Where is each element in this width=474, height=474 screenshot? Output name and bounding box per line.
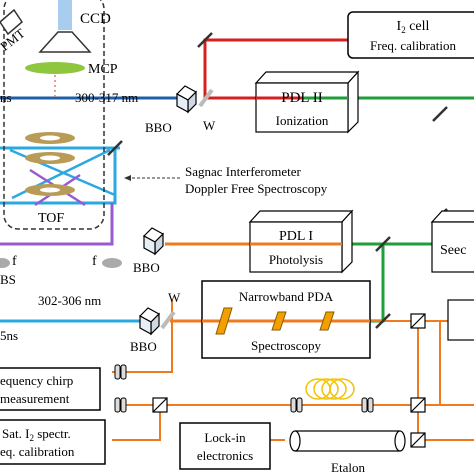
label-sagnac-line2: Doppler Free Spectroscopy [185,181,328,196]
coupler-chirp-3 [114,397,121,413]
i2-cell-box [347,11,474,59]
label-pdl1-title: PDL I [279,229,313,244]
coupler-chirp-2 [120,364,127,380]
label-w-top: W [203,118,216,133]
label-pdl2-sub: Ionization [276,113,329,128]
label-etalon: Etalon [331,460,365,474]
label-pda-sub: Spectroscopy [251,338,322,353]
label-chirp-line1: equency chirp [0,373,73,388]
pdl2-box [254,70,360,134]
pda-crystal-2 [271,311,287,331]
fiber-couplers [114,364,374,413]
coupler-fiber-4 [367,397,374,413]
seed-box [430,210,474,273]
beam-splitters [152,313,426,448]
label-bs: BS [0,272,16,287]
label-pdl1-sub: Photolysis [269,252,323,267]
orange-cal-line [112,405,161,441]
bbo-crystal-top [176,85,197,114]
label-i2cell-line1: I2 cell [397,19,430,35]
beamsplitter-2 [410,397,426,413]
window-w-top [198,88,214,108]
label-mcp: MCP [88,62,118,77]
pdl1-box [248,209,354,274]
label-sat-line1: Sat. I2 spectr. [2,426,71,443]
sat-box [0,419,106,465]
mcp-plate [25,62,85,74]
bbo-crystal-mid [143,227,164,256]
label-f-right: f [92,254,97,269]
pmt-body [0,8,23,36]
pdl2-front [255,82,349,133]
mirror-right-mid [432,106,448,122]
label-bbo-mid: BBO [133,260,160,275]
detector-dashed-frame [3,0,105,230]
pda-box [201,280,371,359]
lens-f-left [0,258,10,268]
mirror-green-low [375,313,391,329]
label-bbo-top: BBO [145,120,172,135]
label-w-bottom: W [168,290,181,305]
label-sat-line2: eq. calibration [0,444,75,459]
beamsplitter-1 [410,313,426,329]
label-pda-title: Narrowband PDA [239,289,334,304]
beamsplitter-3 [152,397,168,413]
bbo-crystals [139,85,197,336]
label-f-left: f [12,254,17,269]
tof-electrode-3-hole [40,187,60,193]
coupler-fiber-2 [296,397,303,413]
pdl1-3d-side [341,209,353,274]
mirror-green-mid [375,236,391,252]
seed-front [431,221,474,273]
right-small-box [447,299,474,341]
lens-f-right [102,258,122,268]
sagnac-beam [0,146,117,205]
coupler-chirp-4 [120,397,127,413]
label-wavelength-mid: 302-306 nm [38,293,101,308]
label-pdl2-title: PDL II [281,90,323,106]
mirror-sagnac [107,140,123,156]
fiber-loop [305,378,355,400]
label-chirp-line2: measurement [0,391,70,406]
pdl2-3d-side [347,70,359,134]
mirror-top-red [197,32,213,48]
label-i2cell-line2: Freq. calibration [370,38,456,53]
label-ccd: CCD [80,11,111,27]
lockin-box [179,422,271,470]
label-seed: Seec [440,243,466,258]
label-ns-top: ns [0,90,12,105]
window-w-bottom [160,310,176,330]
label-lockin-line2: electronics [197,448,253,463]
tof-electrode-2-hole [40,155,60,161]
label-wavelength-top: 300-317 nm [75,90,138,105]
purple-beam [0,203,114,246]
tof-electrode-1-hole [40,135,60,141]
etalon [289,430,406,452]
pda-crystal-3 [319,311,335,331]
coupler-fiber-1 [290,397,297,413]
ccd-camera [58,0,72,30]
pdl2-3d-top [254,71,360,84]
chirp-box [0,367,101,411]
bbo-crystal-bottom [139,307,160,336]
seed-3d-top [430,210,474,223]
pda-crystal-1 [215,307,233,335]
coupler-chirp-1 [114,364,121,380]
label-sagnac-line1: Sagnac Interferometer [185,164,302,179]
sagnac-arrow [124,175,180,181]
label-bbo-bottom: BBO [130,339,157,354]
label-ns-bottom: 5ns [0,328,18,343]
label-lockin-line1: Lock-in [204,430,246,445]
orange-vertical-mid [112,300,173,373]
pdl1-3d-top [248,210,354,223]
pdl1-front [249,221,343,273]
coupler-fiber-3 [361,397,368,413]
label-tof: TOF [38,211,64,226]
beamsplitter-4 [410,432,426,448]
ccd-lens [38,31,92,53]
detector-enclosure [0,0,105,230]
